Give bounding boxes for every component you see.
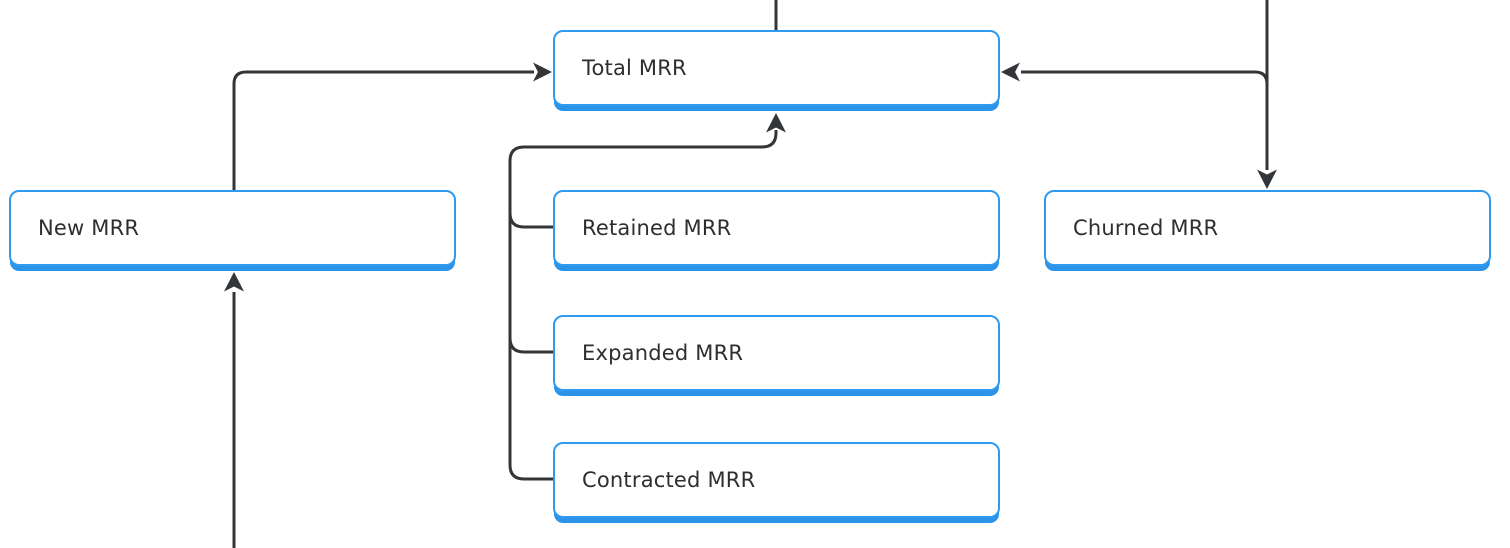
node-total-mrr[interactable]: Total MRR (553, 30, 1000, 106)
edge-churned-branch-to-total[interactable] (1001, 62, 1269, 85)
node-contracted-mrr[interactable]: Contracted MRR (553, 442, 1000, 518)
node-expanded-mrr-label: Expanded MRR (582, 341, 744, 365)
node-retained-mrr[interactable]: Retained MRR (553, 190, 1000, 266)
node-churned-mrr-label: Churned MRR (1073, 216, 1219, 240)
edge-mrr-components-to-total[interactable] (508, 113, 786, 481)
node-new-mrr-label: New MRR (38, 216, 140, 240)
node-contracted-mrr-label: Contracted MRR (582, 468, 756, 492)
node-total-mrr-label: Total MRR (582, 56, 687, 80)
node-churned-mrr[interactable]: Churned MRR (1044, 190, 1491, 266)
node-expanded-mrr[interactable]: Expanded MRR (553, 315, 1000, 391)
node-new-mrr[interactable]: New MRR (9, 190, 456, 266)
edge-from-bottom-into-new[interactable] (224, 272, 244, 548)
edge-from-top-into-churned[interactable] (1257, 0, 1277, 189)
node-retained-mrr-label: Retained MRR (582, 216, 732, 240)
edge-new-to-total[interactable] (232, 62, 552, 192)
